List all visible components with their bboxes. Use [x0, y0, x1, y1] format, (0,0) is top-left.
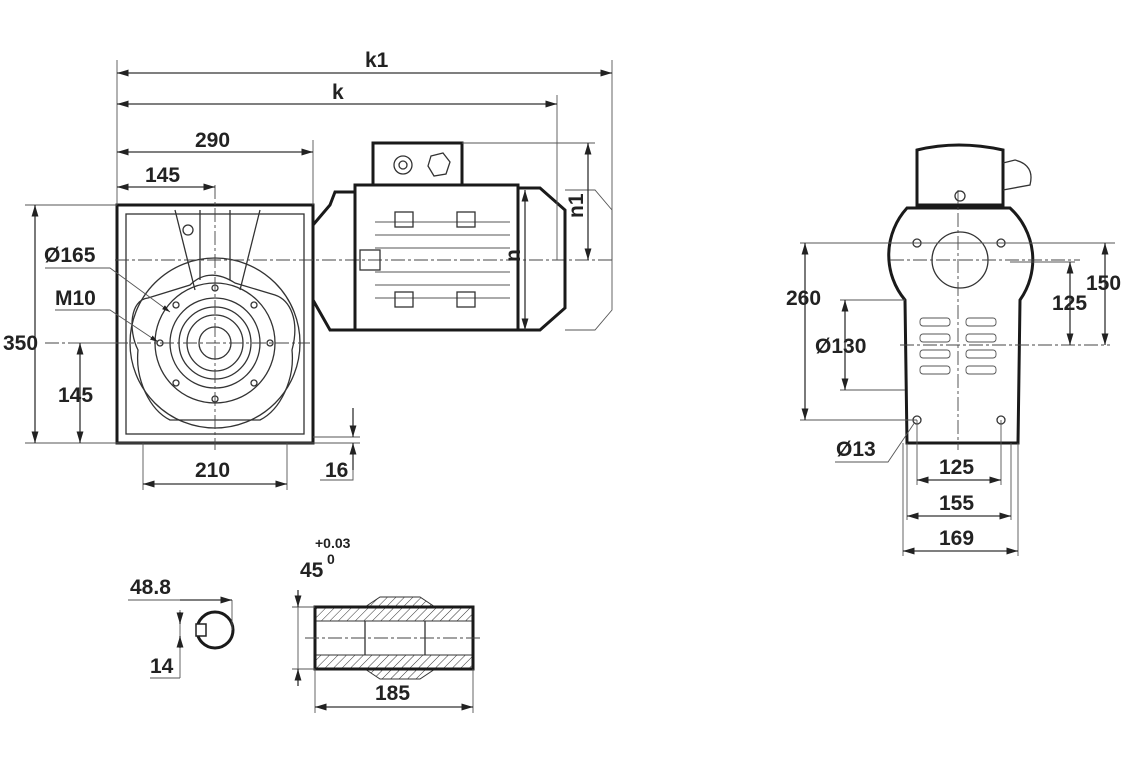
dim-n1: n1 [565, 193, 588, 218]
dim-145-top: 145 [145, 164, 180, 187]
dim-260: 260 [786, 287, 821, 310]
motor-adapter [311, 190, 357, 332]
dim-hole-dia: Ø13 [836, 438, 876, 461]
dim-key-48-8: 48.8 [130, 576, 171, 599]
dim-k1: k1 [365, 49, 389, 72]
fan-cover [518, 186, 567, 332]
dim-125-horizontal: 125 [939, 456, 974, 479]
dim-145-axis: 145 [58, 384, 93, 407]
front-dimensions [800, 242, 1115, 556]
tolerance-upper: +0.03 [315, 535, 351, 551]
dim-bore-45: 45 [300, 559, 324, 582]
tolerance-lower: 0 [327, 551, 335, 567]
dim-150: 150 [1086, 272, 1121, 295]
dim-dia-130: Ø130 [815, 335, 866, 358]
dim-flange-dia: Ø165 [44, 244, 96, 267]
hollow-shaft-bottom-wall [314, 654, 474, 670]
dim-210: 210 [195, 459, 230, 482]
front-view: 260 Ø130 125 150 Ø13 125 155 169 [786, 143, 1121, 556]
gearbox-flange-outline [131, 274, 296, 421]
shaft-detail: 48.8 14 45 +0.03 0 185 [128, 535, 483, 713]
dim-n: n [502, 249, 525, 262]
terminal-box-front [915, 143, 1005, 207]
dim-350: 350 [3, 332, 38, 355]
dim-290: 290 [195, 129, 230, 152]
dim-key-14: 14 [150, 655, 174, 678]
dim-185: 185 [375, 682, 410, 705]
dim-125-vertical: 125 [1052, 292, 1087, 315]
side-dimensions [25, 60, 613, 490]
dim-thread: M10 [55, 287, 96, 310]
motor-body [353, 183, 520, 332]
dim-169: 169 [939, 527, 974, 550]
dim-k: k [332, 81, 344, 104]
side-view: k1 k 290 145 Ø165 M10 350 145 210 16 n n… [3, 49, 613, 490]
dim-16: 16 [325, 459, 348, 482]
dim-155: 155 [939, 492, 974, 515]
hollow-shaft-top-wall [314, 606, 474, 622]
